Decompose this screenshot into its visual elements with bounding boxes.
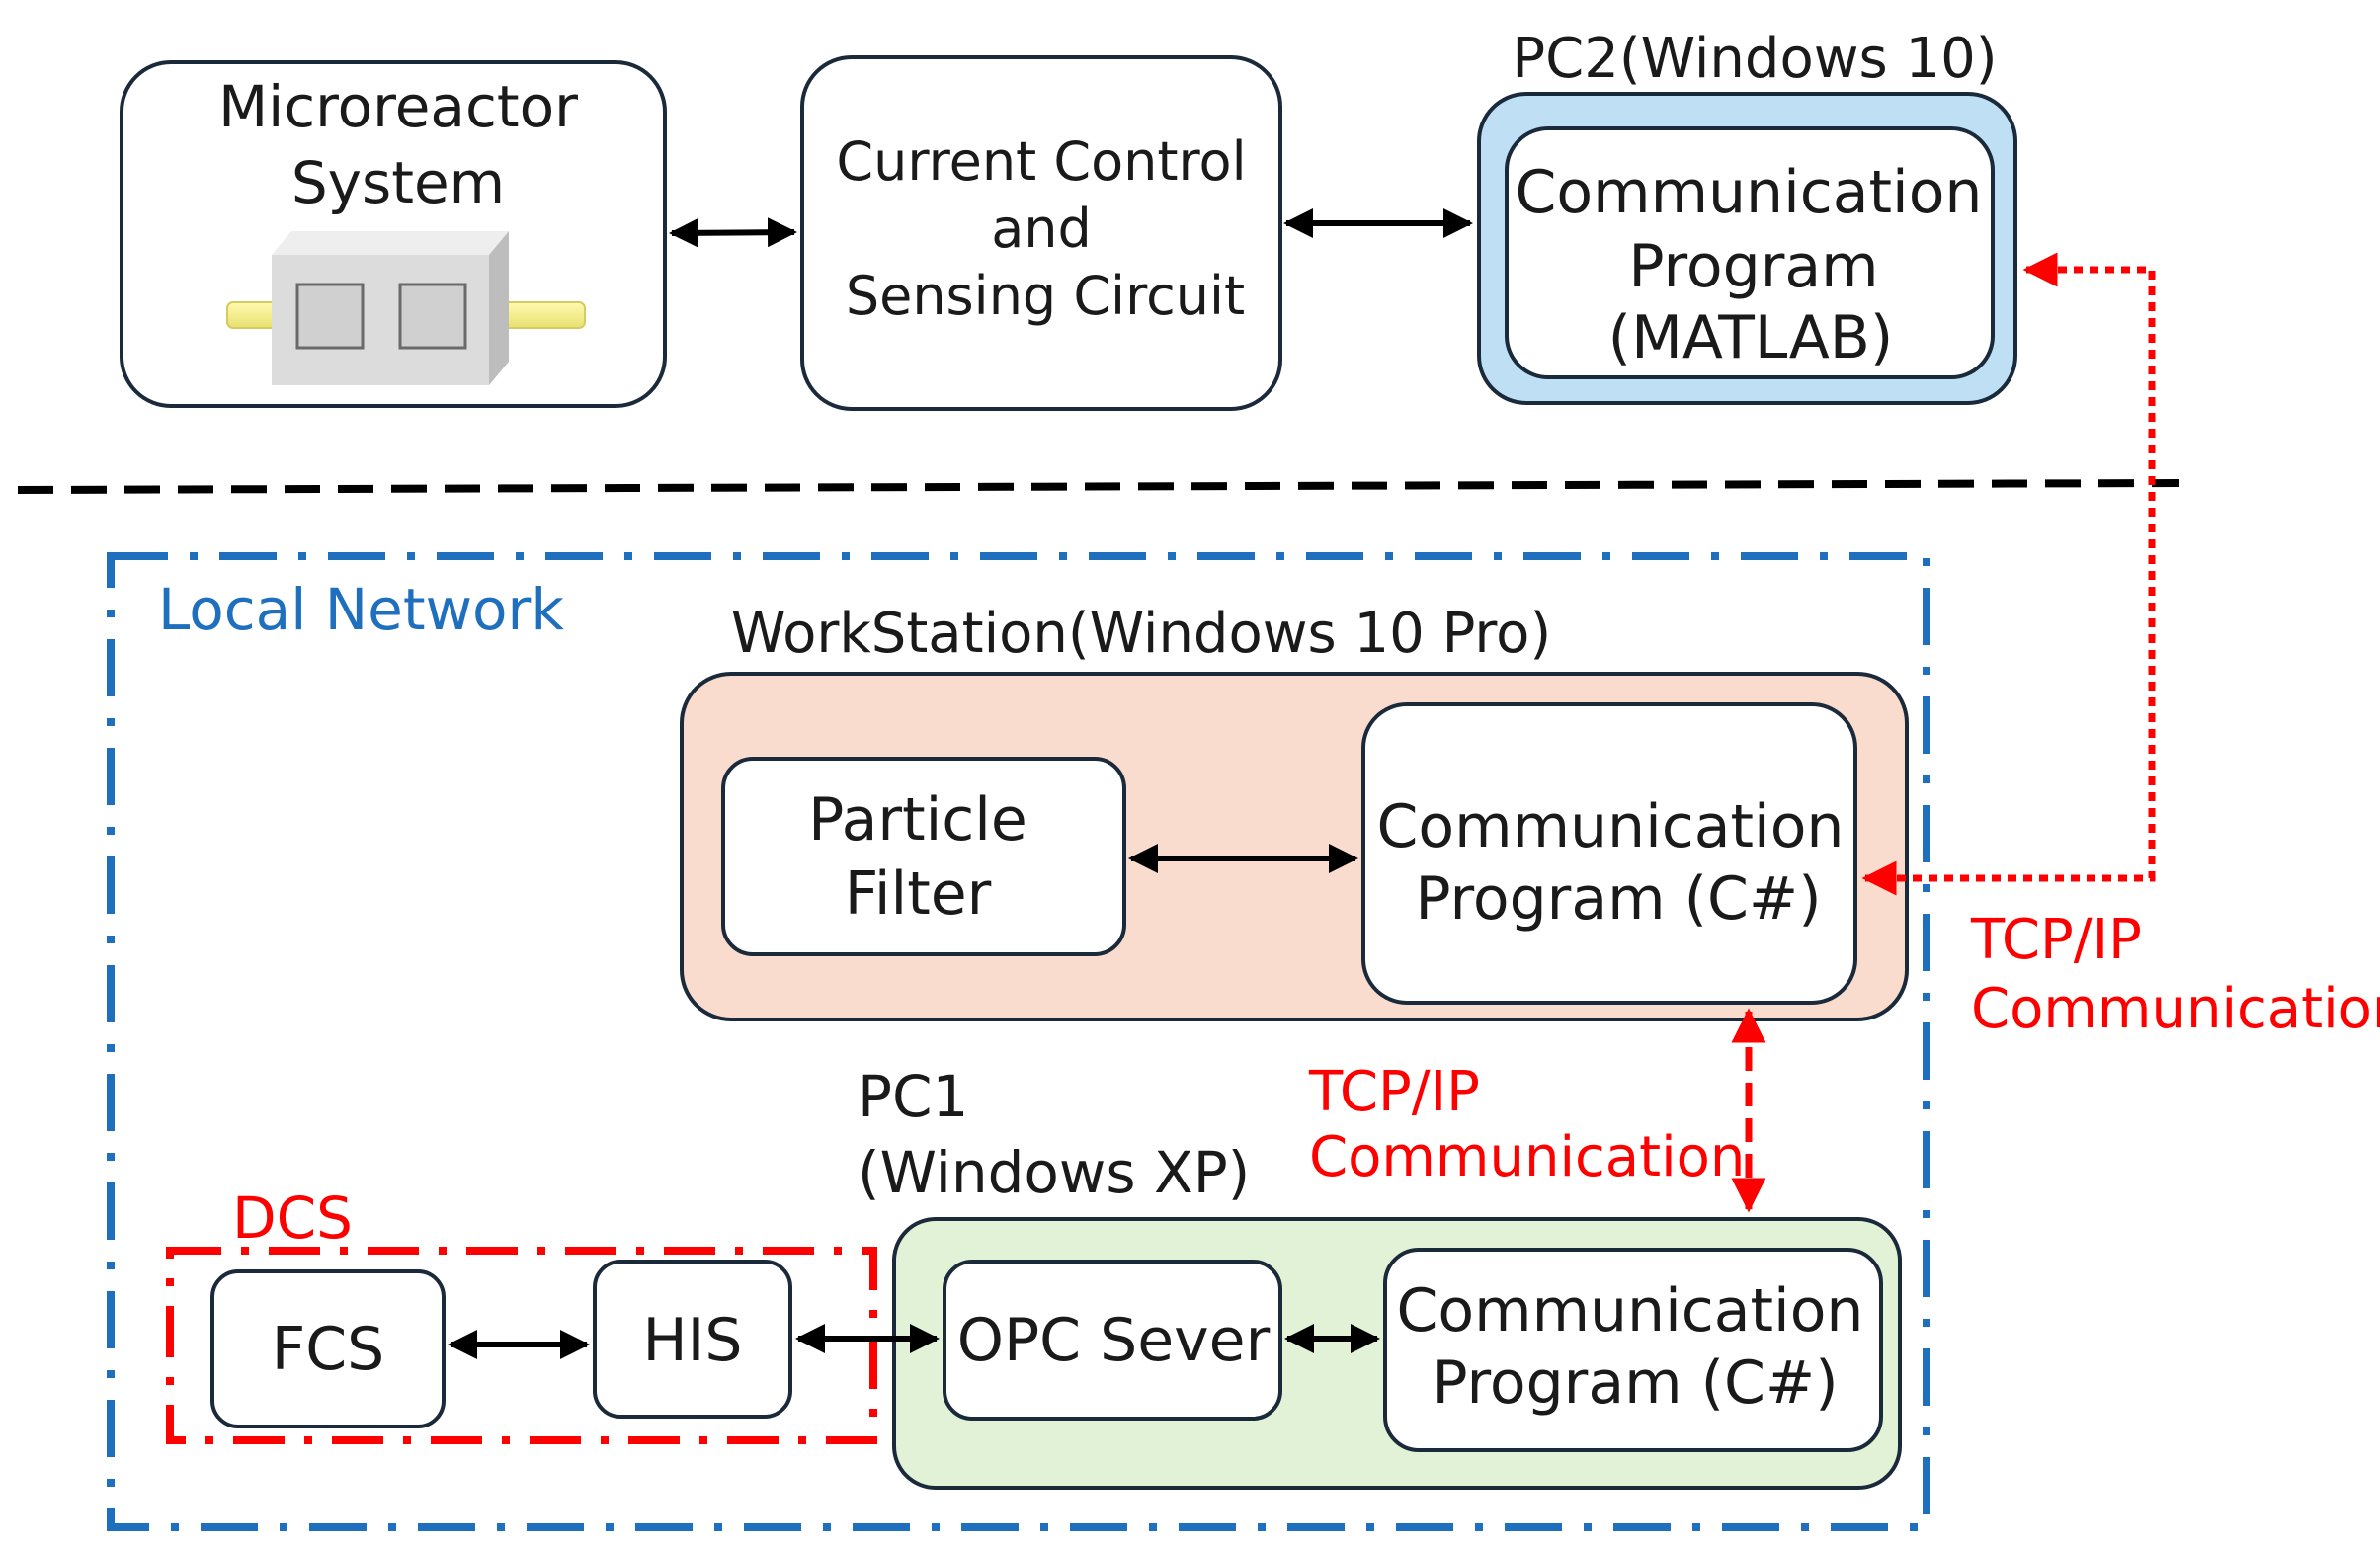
local-network-boundary: Local Network bbox=[107, 552, 1930, 1531]
microreactor-label-line2: System bbox=[291, 149, 505, 216]
workstation-title: WorkStation(Windows 10 Pro) bbox=[731, 602, 1551, 666]
dcs-title: DCS bbox=[232, 1184, 353, 1252]
arrow-microreactor-circuit bbox=[669, 217, 797, 248]
dcs-block: DCS FCS HIS bbox=[166, 1184, 877, 1444]
tcp-internal-label-line2: Communication bbox=[1309, 1125, 1745, 1189]
microreactor-label-line1: Microreactor bbox=[218, 73, 578, 140]
workstation-block: WorkStation(Windows 10 Pro) Particle Fil… bbox=[680, 602, 1909, 1021]
pc1-title-line2: (Windows XP) bbox=[858, 1139, 1250, 1206]
fcs-label: FCS bbox=[272, 1315, 385, 1384]
microreactor-system-block: Microreactor System bbox=[120, 60, 667, 408]
tcp-external-label-line2: Communication bbox=[1971, 977, 2380, 1041]
particle-filter-line2: Filter bbox=[845, 859, 992, 929]
circuit-label-line2: and bbox=[991, 198, 1092, 260]
current-control-circuit-block: Current Control and Sensing Circuit bbox=[800, 55, 1282, 411]
separator-dashed-line bbox=[17, 479, 2180, 494]
pc2-title: PC2(Windows 10) bbox=[1512, 27, 1997, 91]
workstation-program-line1: Communication bbox=[1377, 792, 1845, 861]
pc1-title-line1: PC1 bbox=[858, 1063, 968, 1130]
microreactor-device-icon bbox=[226, 231, 586, 385]
tcp-internal-label-line1: TCP/IP bbox=[1308, 1060, 1480, 1124]
workstation-program-line2: Program (C#) bbox=[1415, 864, 1821, 934]
pc1-program-line2: Program (C#) bbox=[1432, 1348, 1838, 1418]
particle-filter-line1: Particle bbox=[808, 785, 1027, 855]
opc-server-label: OPC Sever bbox=[957, 1306, 1271, 1375]
pc2-program-line2: Program bbox=[1628, 232, 1878, 301]
pc1-block: PC1 (Windows XP) OPC Sever Communication… bbox=[858, 1063, 1902, 1490]
circuit-label-line1: Current Control bbox=[836, 130, 1246, 193]
tcp-external-label-line1: TCP/IP bbox=[1970, 908, 2142, 972]
pc2-program-line1: Communication bbox=[1516, 158, 1983, 227]
tcp-arrow-pc2-workstation bbox=[1861, 252, 2156, 896]
pc2-block: PC2(Windows 10) Communication Program (M… bbox=[1477, 27, 2017, 405]
circuit-label-line3: Sensing Circuit bbox=[846, 265, 1245, 327]
pc1-program-line1: Communication bbox=[1397, 1276, 1864, 1345]
local-network-title: Local Network bbox=[158, 576, 564, 643]
his-label: HIS bbox=[643, 1306, 743, 1375]
pc2-program-line3: (MATLAB) bbox=[1608, 303, 1894, 372]
